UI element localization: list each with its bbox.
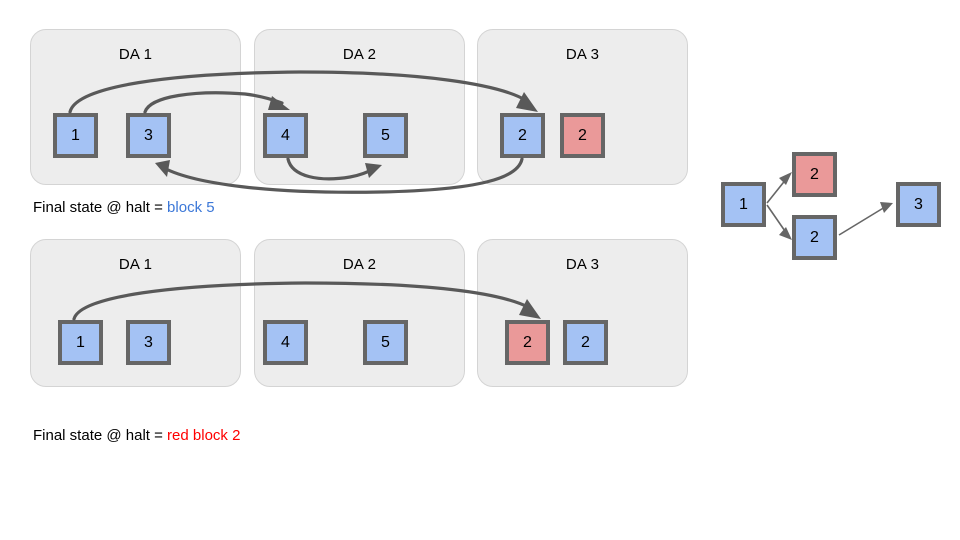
block-da3-slot1[interactable]: 2 xyxy=(500,113,545,158)
group-title: DA 3 xyxy=(565,256,600,273)
graph-edge-1-to-red2 xyxy=(766,172,792,204)
block-label: 3 xyxy=(144,126,153,144)
block-label: 2 xyxy=(523,333,532,351)
group-title: DA 1 xyxy=(118,256,153,273)
caption-prefix: Final state @ halt = xyxy=(33,199,168,216)
scenario-one-group-da2: DA 2 xyxy=(254,29,465,185)
graph-node-1[interactable]: 1 xyxy=(721,182,766,227)
graph-node-label: 2 xyxy=(810,165,819,183)
block-da2-slot2[interactable]: 5 xyxy=(363,113,408,158)
graph-edge-blue2-to-3 xyxy=(838,202,893,236)
caption-highlight: red block 2 xyxy=(167,427,241,444)
graph-node-label: 3 xyxy=(914,195,923,213)
scenario-one-group-da1: DA 1 xyxy=(30,29,241,185)
block-label: 4 xyxy=(281,126,290,144)
block-label: 1 xyxy=(71,126,80,144)
group-title: DA 3 xyxy=(565,46,600,63)
block-label: 2 xyxy=(581,333,590,351)
block-label: 4 xyxy=(281,333,290,351)
scenario-one-caption: Final state @ halt = block 5 xyxy=(33,198,215,217)
block2-da1-slot2[interactable]: 3 xyxy=(126,320,171,365)
block2-da2-slot1[interactable]: 4 xyxy=(263,320,308,365)
block-da3-slot2[interactable]: 2 xyxy=(560,113,605,158)
block2-da1-slot1[interactable]: 1 xyxy=(58,320,103,365)
block-label: 5 xyxy=(381,126,390,144)
block-label: 5 xyxy=(381,333,390,351)
block-label: 2 xyxy=(578,126,587,144)
group-title: DA 1 xyxy=(118,46,153,63)
block2-da3-slot2[interactable]: 2 xyxy=(563,320,608,365)
caption-prefix: Final state @ halt = xyxy=(33,427,168,444)
group-title: DA 2 xyxy=(342,46,377,63)
graph-node-red-2[interactable]: 2 xyxy=(792,152,837,197)
block-label: 1 xyxy=(76,333,85,351)
block-da2-slot1[interactable]: 4 xyxy=(263,113,308,158)
block-label: 3 xyxy=(144,333,153,351)
caption-highlight: block 5 xyxy=(167,199,215,216)
graph-edge-1-to-blue2 xyxy=(766,204,792,240)
scenario-two-caption: Final state @ halt = red block 2 xyxy=(33,426,240,445)
block2-da3-slot1[interactable]: 2 xyxy=(505,320,550,365)
block-label: 2 xyxy=(518,126,527,144)
graph-node-3[interactable]: 3 xyxy=(896,182,941,227)
scenario-one-group-da3: DA 3 xyxy=(477,29,688,185)
block-da1-slot2[interactable]: 3 xyxy=(126,113,171,158)
block2-da2-slot2[interactable]: 5 xyxy=(363,320,408,365)
graph-node-label: 1 xyxy=(739,195,748,213)
graph-node-blue-2[interactable]: 2 xyxy=(792,215,837,260)
graph-node-label: 2 xyxy=(810,228,819,246)
group-title: DA 2 xyxy=(342,256,377,273)
block-da1-slot1[interactable]: 1 xyxy=(53,113,98,158)
